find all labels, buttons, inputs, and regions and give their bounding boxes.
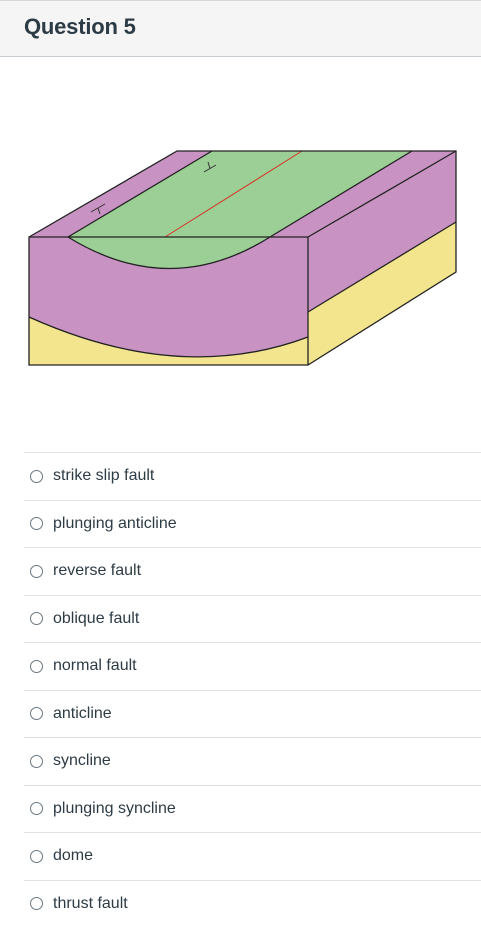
answer-label: plunging syncline	[53, 799, 176, 817]
radio-button-icon[interactable]	[30, 802, 43, 816]
side-purple-layer	[308, 151, 456, 312]
answer-option[interactable]: syncline	[24, 737, 481, 785]
answer-label: syncline	[53, 752, 111, 770]
fold-axis-line	[164, 150, 303, 238]
answer-label: oblique fault	[53, 609, 140, 627]
radio-button-icon[interactable]	[30, 469, 43, 483]
answer-option[interactable]: reverse fault	[24, 547, 481, 595]
radio-button-icon[interactable]	[30, 517, 43, 531]
strike-dip-symbol-center	[203, 161, 217, 173]
answer-label: dome	[53, 847, 94, 865]
answer-label: anticline	[53, 704, 112, 722]
top-green-layer	[68, 151, 412, 237]
answer-option[interactable]: anticline	[24, 689, 481, 738]
answer-option[interactable]: normal fault	[24, 642, 481, 690]
answer-label: normal fault	[53, 657, 137, 675]
radio-button-icon[interactable]	[30, 849, 43, 863]
block-diagram-figure	[28, 150, 457, 366]
question-title: Question 5	[24, 14, 136, 39]
answer-label: thrust fault	[53, 894, 128, 912]
top-divider	[0, 0, 481, 1]
answer-option[interactable]: plunging syncline	[24, 784, 481, 833]
radio-button-icon[interactable]	[30, 564, 43, 578]
radio-button-icon[interactable]	[30, 707, 43, 721]
answer-label: reverse fault	[53, 562, 142, 580]
answer-label: strike slip fault	[53, 467, 155, 485]
answer-option[interactable]: strike slip fault	[24, 452, 481, 500]
front-purple-layer	[29, 237, 308, 357]
answer-option[interactable]: plunging anticline	[24, 499, 481, 548]
block-outline	[28, 150, 457, 366]
question-header: Question 5	[0, 1, 481, 57]
answer-option[interactable]: dome	[24, 832, 481, 880]
radio-button-icon[interactable]	[30, 754, 43, 768]
radio-button-icon[interactable]	[30, 659, 43, 673]
radio-button-icon[interactable]	[30, 897, 43, 911]
answer-list: strike slip fault plunging anticline rev…	[24, 452, 481, 927]
radio-button-icon[interactable]	[30, 612, 43, 626]
strike-dip-symbol-left	[90, 203, 106, 215]
answer-option[interactable]: oblique fault	[24, 594, 481, 643]
answer-option[interactable]: thrust fault	[24, 879, 481, 928]
answer-label: plunging anticline	[53, 514, 177, 532]
